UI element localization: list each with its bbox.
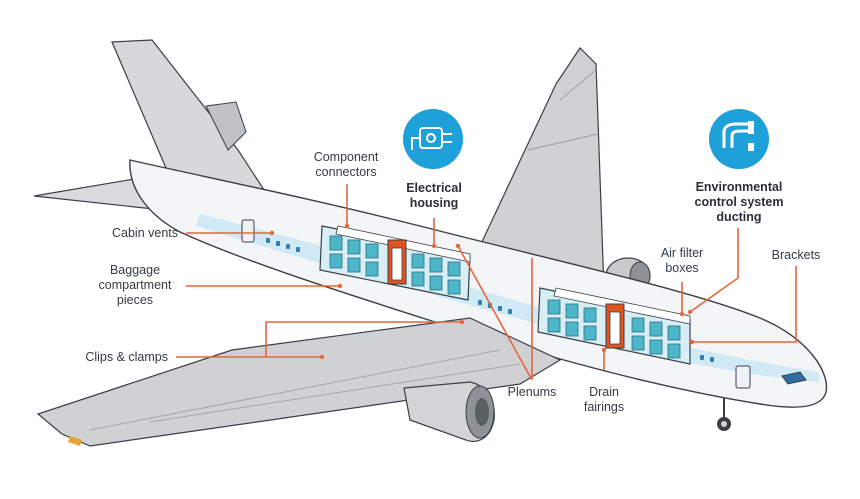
callout-ducting xyxy=(689,228,739,313)
label-air-filter-boxes: Air filter boxes xyxy=(660,246,704,275)
front-seats xyxy=(547,299,681,359)
callout-clips xyxy=(176,321,462,358)
callout-lines xyxy=(176,184,797,381)
label-cabin-vents: Cabin vents xyxy=(111,226,178,240)
nose-gear xyxy=(717,398,731,431)
label-drain-fairings: Drain fairings xyxy=(583,385,625,414)
callout-dots xyxy=(269,223,695,360)
label-environmental-ducting: Environmental control system ducting xyxy=(694,180,784,224)
label-plenums: Plenums xyxy=(507,385,557,399)
tail-fin-fairing xyxy=(205,101,247,151)
cockpit-windows xyxy=(781,371,807,385)
rear-seats xyxy=(329,235,461,295)
label-component-connectors: Component connectors xyxy=(313,150,379,179)
label-baggage-pieces: Baggage compartment pieces xyxy=(98,263,172,307)
callout-brackets xyxy=(692,266,797,343)
electrical-housing-icon xyxy=(403,109,463,169)
ducting-icon xyxy=(709,109,769,169)
wingtip-light xyxy=(68,436,82,446)
callout-plenums-2 xyxy=(457,245,533,381)
label-clips-clamps: Clips & clamps xyxy=(85,350,168,364)
label-brackets: Brackets xyxy=(771,248,821,262)
label-electrical-housing: Electrical housing xyxy=(406,181,462,210)
front-door xyxy=(735,365,751,389)
rear-door xyxy=(241,219,255,243)
